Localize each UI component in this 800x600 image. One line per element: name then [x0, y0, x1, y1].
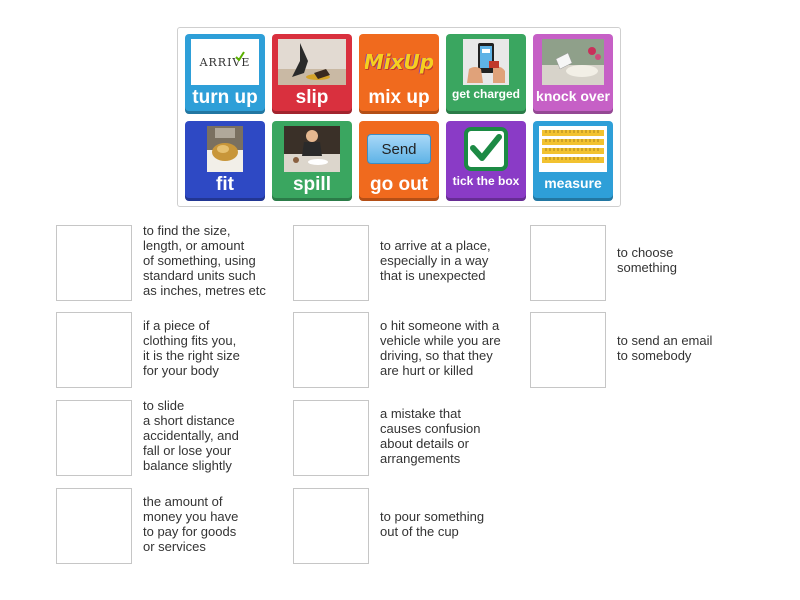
- definition-text: to slide a short distance accidentally, …: [143, 398, 239, 473]
- definition-text: if a piece of clothing fits you, it is t…: [143, 318, 240, 378]
- tile-fit[interactable]: fit: [185, 121, 265, 201]
- send-button-text: Send: [381, 140, 417, 158]
- drop-slot[interactable]: [293, 225, 369, 301]
- drop-slot[interactable]: [530, 225, 606, 301]
- tile-knock-over[interactable]: knock over: [533, 34, 613, 114]
- drop-slot[interactable]: [56, 488, 132, 564]
- spilled-drink-photo: [539, 39, 607, 85]
- send-button-image: Send: [365, 126, 433, 172]
- slipping-feet-photo: [278, 39, 346, 85]
- definition-text: to pour something out of the cup: [380, 509, 485, 539]
- drop-slot[interactable]: [293, 488, 369, 564]
- mixup-logo-image: MixUp: [365, 39, 433, 85]
- definition-text: to send an email to somebody: [617, 333, 713, 363]
- tile-label: go out: [369, 174, 429, 195]
- ruler-photo: [539, 126, 607, 172]
- tile-spill[interactable]: spill: [272, 121, 352, 201]
- phone-payment-photo: [452, 39, 520, 85]
- tile-slip[interactable]: slip: [272, 34, 352, 114]
- tile-label: knock over: [536, 88, 610, 104]
- checkbox-tick-icon: [452, 126, 520, 172]
- tile-label: turn up: [192, 87, 258, 108]
- tile-label: tick the box: [452, 174, 520, 188]
- definition-text: a mistake that causes confusion about de…: [380, 406, 481, 466]
- tile-label: get charged: [451, 87, 520, 101]
- mixup-logo-text: MixUp: [365, 50, 433, 74]
- spill-person-photo: [278, 126, 346, 172]
- tile-tick-the-box[interactable]: tick the box: [446, 121, 526, 201]
- tile-label: slip: [295, 87, 329, 108]
- arrive-logo-image: ARRIVE: [191, 39, 259, 85]
- drop-slot[interactable]: [293, 312, 369, 388]
- drop-slot[interactable]: [56, 225, 132, 301]
- tile-label: measure: [544, 175, 602, 191]
- definition-text: to arrive at a place, especially in a wa…: [380, 238, 491, 283]
- definition-text: o hit someone with a vehicle while you a…: [380, 318, 501, 378]
- drop-slot[interactable]: [56, 400, 132, 476]
- drop-slot[interactable]: [293, 400, 369, 476]
- tile-get-charged[interactable]: get charged: [446, 34, 526, 114]
- tile-turn-up[interactable]: ARRIVE turn up: [185, 34, 265, 114]
- tile-label: mix up: [368, 87, 430, 108]
- drop-slot[interactable]: [530, 312, 606, 388]
- definition-text: the amount of money you have to pay for …: [143, 494, 239, 554]
- tile-label: fit: [216, 174, 234, 195]
- tile-label: spill: [292, 174, 331, 195]
- definition-text: to choose something: [617, 245, 677, 275]
- answer-tray: ARRIVE turn up slip MixUp mix up: [177, 27, 621, 207]
- tile-go-out[interactable]: Send go out: [359, 121, 439, 201]
- tile-measure[interactable]: measure: [533, 121, 613, 201]
- food-photo: [191, 126, 259, 172]
- definition-text: to find the size, length, or amount of s…: [143, 223, 266, 298]
- drop-slot[interactable]: [56, 312, 132, 388]
- tile-mix-up[interactable]: MixUp mix up: [359, 34, 439, 114]
